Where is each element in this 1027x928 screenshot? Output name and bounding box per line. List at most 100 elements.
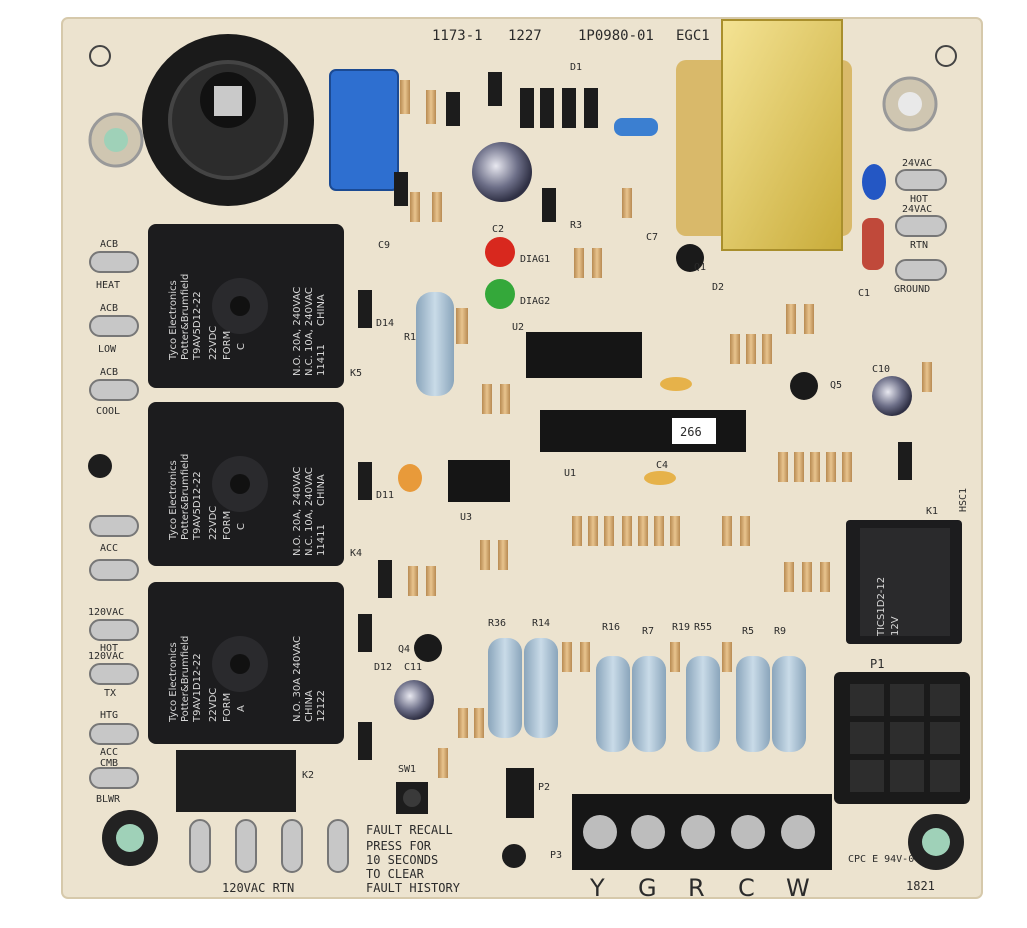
svg-text:22VDC: 22VDC	[208, 326, 219, 360]
fault-line-1: FAULT RECALL	[366, 823, 453, 837]
d12-label: D12	[374, 662, 392, 673]
r9-label: R9	[774, 626, 786, 637]
part-number-3: 1P0980-01	[578, 28, 654, 44]
cert-mark: CPC E 94V-0	[848, 854, 914, 865]
capacitor-c10	[872, 376, 912, 416]
fault-line-5: FAULT HISTORY	[366, 881, 461, 895]
fault-recall-instructions: FAULT RECALL PRESS FOR 10 SECONDS TO CLE…	[366, 823, 461, 895]
svg-text:Tyco Electronics: Tyco Electronics	[168, 460, 179, 541]
transistor-q1	[676, 244, 704, 272]
svg-text:Potter&Brumfield: Potter&Brumfield	[180, 274, 191, 360]
svg-text:N.C. 10A, 240VAC: N.C. 10A, 240VAC	[304, 287, 315, 376]
terminal-y: Y	[589, 874, 605, 902]
svg-text:CHINA: CHINA	[316, 294, 327, 326]
c7-label: C7	[646, 232, 658, 243]
svg-text:COOL: COOL	[96, 406, 120, 417]
relay-k2-text: Tyco Electronics Potter&Brumfield T9AV1D…	[168, 636, 247, 723]
svg-text:120VAC: 120VAC	[88, 651, 124, 662]
blue-cap-small	[614, 118, 658, 136]
c10-label: C10	[872, 364, 890, 375]
right-spade-labels: 24VAC HOT 24VAC RTN GROUND	[894, 158, 932, 295]
svg-text:TICS1D2-12: TICS1D2-12	[876, 577, 887, 637]
blue-film-capacitor	[329, 69, 399, 191]
svg-text:N.O. 20A, 240VAC: N.O. 20A, 240VAC	[292, 467, 303, 556]
u2-label: U2	[512, 322, 524, 333]
relay-k5-text: Tyco Electronics Potter&Brumfield T9AV5D…	[168, 274, 247, 361]
svg-text:CHINA: CHINA	[304, 690, 315, 722]
power-resistors	[416, 292, 806, 752]
r55-label: R55	[694, 622, 712, 633]
right-spade-terminals	[895, 169, 947, 281]
svg-text:HOT: HOT	[100, 643, 118, 654]
u3-label: U3	[460, 512, 472, 523]
orange-cap-c3	[660, 377, 692, 391]
terminal-g: G	[638, 874, 657, 902]
svg-text:HOT: HOT	[910, 194, 928, 205]
k2-label: K2	[302, 770, 314, 781]
svg-text:N.O. 30A 240VAC: N.O. 30A 240VAC	[292, 636, 303, 722]
svg-text:Potter&Brumfield: Potter&Brumfield	[180, 454, 191, 540]
diag1-label: DIAG1	[520, 254, 550, 265]
svg-text:Potter&Brumfield: Potter&Brumfield	[180, 636, 191, 722]
svg-text:CHINA: CHINA	[316, 474, 327, 506]
d1-label: D1	[570, 62, 582, 73]
p2-label: P2	[538, 782, 550, 793]
connector-p1	[834, 672, 970, 804]
left-spade-labels: ACB HEAT ACB LOW ACB COOL ACC 120VAC HOT…	[88, 239, 124, 805]
svg-text:11411: 11411	[316, 524, 327, 556]
svg-text:FORM: FORM	[222, 693, 233, 722]
svg-text:12V: 12V	[890, 616, 901, 636]
r16-label: R16	[602, 622, 620, 633]
q5-label: Q5	[830, 380, 842, 391]
relay-k4-rating: N.O. 20A, 240VAC N.C. 10A, 240VAC 11411 …	[292, 467, 327, 556]
relay-k4	[148, 402, 344, 566]
d14-label: D14	[376, 318, 394, 329]
svg-text:ACC: ACC	[100, 543, 118, 554]
relay-k2-base	[176, 750, 296, 812]
relay-k2-rating: N.O. 30A 240VAC 12122 CHINA	[292, 636, 327, 722]
svg-text:N.C. 10A, 240VAC: N.C. 10A, 240VAC	[304, 467, 315, 556]
sw1-label: SW1	[398, 764, 416, 775]
black-dot-left	[88, 454, 112, 478]
mounting-holes	[88, 45, 964, 870]
k1-label: K1	[926, 506, 938, 517]
svg-text:22VDC: 22VDC	[208, 506, 219, 540]
svg-text:C: C	[236, 343, 247, 350]
terminal-r: R	[688, 874, 705, 902]
orange-cap-left	[398, 464, 422, 492]
svg-text:HTG: HTG	[100, 710, 118, 721]
ic-u2	[526, 332, 642, 378]
serial-corner: 1821	[906, 879, 935, 893]
part-number-2: 1227	[508, 28, 542, 44]
q4-label: Q4	[398, 644, 410, 655]
svg-text:LOW: LOW	[98, 344, 117, 355]
svg-text:11411: 11411	[316, 344, 327, 376]
blue-cap-right	[862, 164, 886, 200]
terminal-w: W	[786, 874, 810, 902]
fault-line-2: PRESS FOR	[366, 839, 432, 853]
hsc1-label: HSC1	[958, 488, 969, 512]
c4-label: C4	[656, 460, 668, 471]
svg-text:24VAC: 24VAC	[902, 204, 932, 215]
svg-text:BLWR: BLWR	[96, 794, 121, 805]
svg-text:ACC: ACC	[100, 747, 118, 758]
svg-text:22VDC: 22VDC	[208, 688, 219, 722]
diag1-led	[485, 237, 515, 267]
r19-label: R19	[672, 622, 690, 633]
part-number-1: 1173-1	[432, 28, 483, 44]
bottom-spade-label: 120VAC RTN	[222, 881, 294, 895]
diodes	[358, 72, 912, 760]
small-resistors	[400, 80, 932, 778]
connector-p2	[506, 768, 534, 818]
p3-label: P3	[550, 850, 562, 861]
d11-label: D11	[376, 490, 394, 501]
svg-text:Tyco Electronics: Tyco Electronics	[168, 642, 179, 723]
fault-recall-button[interactable]	[396, 782, 428, 814]
svg-text:24VAC: 24VAC	[902, 158, 932, 169]
svg-text:FORM: FORM	[222, 511, 233, 540]
u1-label: U1	[564, 468, 576, 479]
svg-text:N.O. 20A, 240VAC: N.O. 20A, 240VAC	[292, 287, 303, 376]
k5-label: K5	[350, 368, 362, 379]
r3-label: R3	[570, 220, 582, 231]
ic-u3	[448, 460, 510, 502]
